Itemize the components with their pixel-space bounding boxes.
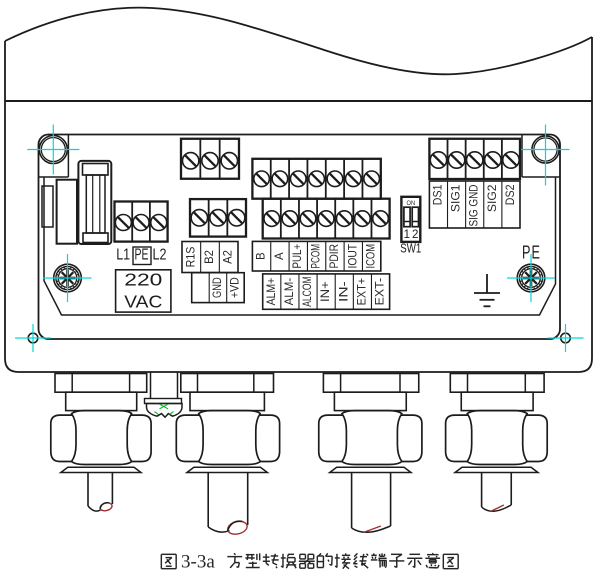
svg-text:IOUT: IOUT (347, 244, 359, 269)
svg-text:A: A (274, 252, 286, 260)
svg-text:PE: PE (522, 242, 541, 263)
svg-text:1: 1 (404, 229, 410, 241)
svg-text:220: 220 (124, 270, 162, 290)
svg-text:DS2: DS2 (505, 185, 517, 206)
svg-text:2: 2 (412, 229, 418, 241)
svg-text:ICOM: ICOM (366, 244, 378, 269)
svg-text:GND: GND (212, 277, 224, 298)
svg-text:EXT-: EXT- (375, 278, 387, 306)
svg-text:ALCOM: ALCOM (302, 276, 314, 306)
svg-text:ON: ON (407, 201, 416, 207)
svg-text:A2: A2 (223, 250, 235, 264)
svg-text:EXT+: EXT+ (356, 278, 368, 306)
svg-text:PCOM: PCOM (311, 244, 323, 269)
svg-text:B: B (256, 252, 268, 260)
svg-text:3-3a: 3-3a (181, 552, 215, 573)
svg-text:ALM-: ALM- (284, 278, 296, 306)
svg-text:IN+: IN+ (320, 281, 332, 302)
svg-text:SIG2: SIG2 (487, 184, 499, 212)
svg-text:SIG1: SIG1 (451, 185, 463, 213)
svg-text:PDIR: PDIR (329, 244, 341, 269)
svg-text:L1: L1 (116, 247, 130, 264)
svg-text:VAC: VAC (124, 292, 162, 312)
svg-text:PE: PE (135, 247, 149, 264)
svg-text:SIG GND: SIG GND (469, 185, 481, 227)
svg-text:DS1: DS1 (432, 185, 444, 206)
svg-text:ALM+: ALM+ (266, 278, 278, 306)
svg-text:IN-: IN- (338, 281, 350, 302)
svg-text:R1S: R1S (185, 246, 197, 267)
svg-text:SW1: SW1 (400, 242, 421, 256)
svg-text:B2: B2 (204, 250, 216, 264)
svg-text:+VD: +VD (229, 277, 241, 298)
svg-text:L2: L2 (153, 247, 167, 264)
svg-text:PUL+: PUL+ (292, 244, 304, 269)
